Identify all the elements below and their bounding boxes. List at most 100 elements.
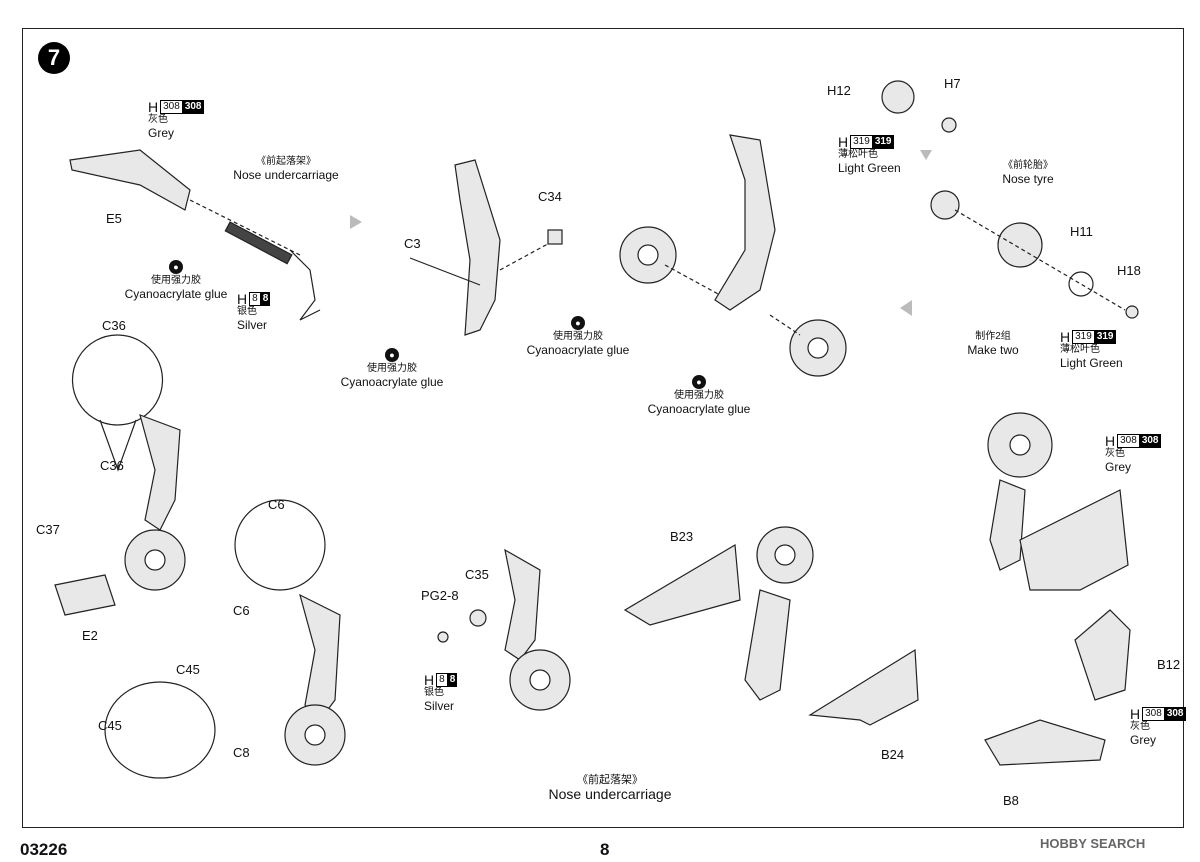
part-b24: B24 (881, 747, 905, 762)
product-code: 03226 (20, 840, 68, 859)
paint-code-1: 308 (1142, 707, 1165, 721)
glue-note-1: ● 使用强力胶 Cyanoacrylate glue (120, 257, 232, 301)
part-c45-bubble: C45 (98, 718, 122, 733)
page-frame (22, 28, 1184, 828)
paint-name-en: Light Green (838, 161, 901, 175)
glue-note-4: ● 使用强力胶 Cyanoacrylate glue (643, 372, 755, 416)
glue-cn: 使用强力胶 (151, 275, 201, 286)
paint-name-en: Grey (1105, 460, 1132, 474)
glue-en: Cyanoacrylate glue (340, 375, 444, 389)
paint-code-2: 319 (1094, 330, 1116, 344)
paint-name-en: Grey (1130, 733, 1157, 747)
glue-note-3: ● 使用强力胶 Cyanoacrylate glue (522, 313, 634, 357)
paint-code-1: 8 (436, 673, 448, 687)
detail-bubble-c36 (71, 334, 164, 472)
part-c37: C37 (36, 522, 60, 537)
paint-code-1: 319 (1072, 330, 1095, 344)
paint-code-2: 319 (872, 135, 894, 149)
part-c6: C6 (233, 603, 250, 618)
paint-code-2: 8 (260, 292, 271, 306)
paint-code-h: H (838, 134, 849, 150)
part-c36: C36 (100, 458, 124, 473)
gear-c6-drawing (284, 593, 346, 766)
glue-cn: 使用强力胶 (553, 331, 603, 342)
nose-tyre-title: 《前轮胎》 Nose tyre (996, 160, 1060, 186)
paint-code-2: 308 (1164, 707, 1186, 721)
part-c45: C45 (176, 662, 200, 677)
paint-code-h: H (1060, 329, 1071, 345)
gear-door-drawing (984, 412, 1131, 766)
tyre-drawing (881, 80, 1139, 319)
paint-name-en: Silver (424, 699, 455, 713)
paint-name-cn: 灰色 (148, 114, 168, 125)
glue-bottle-icon: ● (692, 375, 706, 389)
paint-code-1: 308 (1117, 434, 1140, 448)
step-number: 7 (38, 42, 70, 74)
paint-code-2: 308 (1139, 434, 1161, 448)
strut-e5-drawing (69, 149, 321, 321)
part-pg2-8: PG2-8 (421, 588, 459, 603)
part-e2: E2 (82, 628, 98, 643)
watermark-logo: HOBBY SEARCH (1040, 836, 1146, 851)
nose-undercarriage-cn: 《前起落架》 (256, 156, 316, 167)
nose-tyre-cn: 《前轮胎》 (1003, 160, 1053, 171)
paint-name-cn: 银色 (424, 687, 444, 698)
make-two-cn: 制作2组 (975, 331, 1011, 342)
part-c3: C3 (404, 236, 421, 251)
glue-bottle-icon: ● (169, 260, 183, 274)
paint-code-h: H (1130, 706, 1141, 722)
paint-name-cn: 灰色 (1130, 721, 1150, 732)
nose-undercarriage-en: Nose undercarriage (548, 786, 672, 802)
detail-bubble-c6 (234, 499, 326, 591)
paint-name-cn: 银色 (237, 306, 257, 317)
part-h18: H18 (1117, 263, 1141, 278)
strut-wheels-drawing (619, 134, 847, 377)
part-c35: C35 (465, 567, 489, 582)
part-c8: C8 (233, 745, 250, 760)
glue-cn: 使用强力胶 (367, 363, 417, 374)
paint-code-h: H (237, 291, 248, 307)
arrow-right-1 (350, 215, 362, 229)
paint-name-cn: 薄松叶色 (1060, 344, 1100, 355)
part-c36-bubble: C36 (102, 318, 126, 333)
paint-name-en: Silver (237, 318, 268, 332)
part-b23: B23 (670, 529, 694, 544)
paint-name-en: Grey (148, 126, 175, 140)
arrow-down-1 (920, 150, 932, 160)
glue-en: Cyanoacrylate glue (647, 402, 751, 416)
arrow-left-1 (900, 300, 912, 316)
glue-en: Cyanoacrylate glue (526, 343, 630, 357)
glue-bottle-icon: ● (571, 316, 585, 330)
paint-code-1: 8 (249, 292, 261, 306)
glue-bottle-icon: ● (385, 348, 399, 362)
part-c6-bubble: C6 (268, 497, 285, 512)
part-c34: C34 (538, 189, 562, 204)
part-h11: H11 (1070, 224, 1093, 239)
glue-en: Cyanoacrylate glue (124, 287, 228, 301)
gear-c35-drawing (437, 548, 571, 711)
strut-c3-drawing (409, 159, 563, 336)
nose-undercarriage-title-1: 《前起落架》 Nose undercarriage (228, 156, 344, 182)
glue-note-2: ● 使用强力胶 Cyanoacrylate glue (336, 345, 448, 389)
make-two-note: 制作2组 Make two (960, 331, 1026, 357)
paint-code-2: 308 (182, 100, 204, 114)
part-h12: H12 (827, 83, 851, 98)
paint-name-en: Light Green (1060, 356, 1123, 370)
panel-b23-b24-drawing (623, 526, 919, 726)
paint-code-1: 308 (160, 100, 183, 114)
nose-undercarriage-title-2: 《前起落架》 Nose undercarriage (540, 774, 680, 802)
paint-code-h: H (424, 672, 435, 688)
nose-undercarriage-cn: 《前起落架》 (577, 774, 643, 786)
paint-code-2: 8 (447, 673, 458, 687)
glue-cn: 使用强力胶 (674, 390, 724, 401)
detail-bubble-c45 (104, 681, 216, 779)
paint-name-cn: 灰色 (1105, 448, 1125, 459)
